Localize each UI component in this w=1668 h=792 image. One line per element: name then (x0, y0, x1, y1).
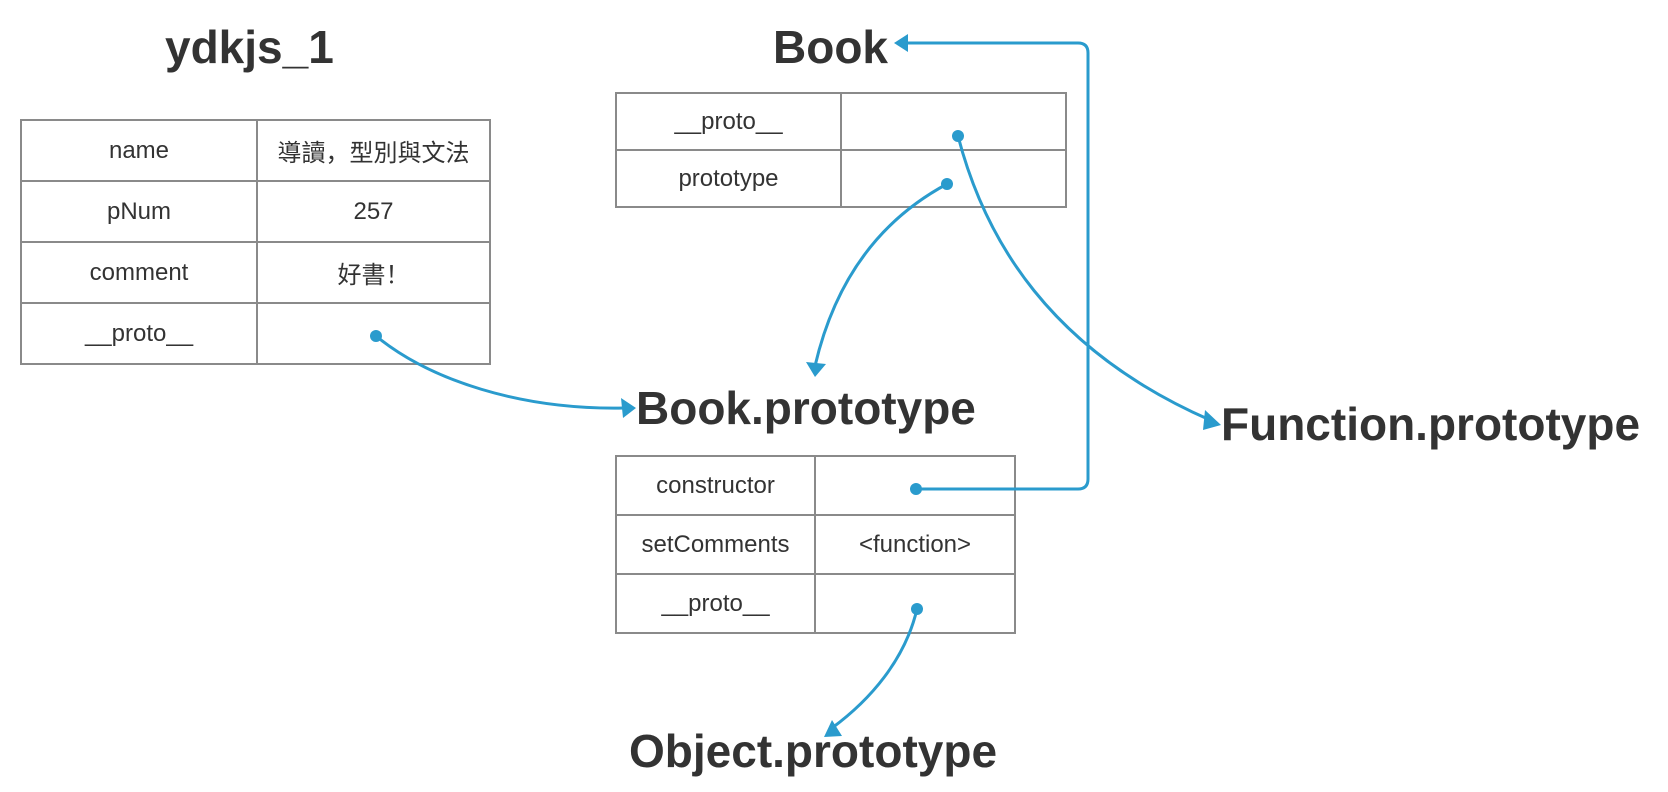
property-key: __proto__ (615, 573, 816, 634)
table-row: name 導讀，型別與文法 (20, 119, 491, 182)
property-key: setComments (615, 514, 816, 575)
property-key: name (20, 119, 258, 182)
property-key: prototype (615, 149, 842, 208)
book-prototype-title: Book.prototype (636, 382, 976, 434)
ydkjs-object-table: name 導讀，型別與文法 pNum 257 comment 好書！ __pro… (20, 119, 491, 365)
property-value: 導讀，型別與文法 (256, 119, 491, 182)
book-prototype-table: constructor setComments <function> __pro… (615, 455, 1016, 634)
arrowhead (621, 398, 636, 418)
table-row: prototype (615, 149, 1067, 208)
property-key: constructor (615, 455, 816, 516)
table-row: __proto__ (615, 92, 1067, 151)
object-prototype-title: Object.prototype (629, 725, 998, 777)
property-key: __proto__ (20, 302, 258, 365)
arrowhead (894, 34, 908, 52)
table-row: __proto__ (20, 302, 491, 365)
book-object-table: __proto__ prototype (615, 92, 1067, 208)
table-row: setComments <function> (615, 514, 1016, 575)
property-value (256, 302, 491, 365)
property-value: 好書！ (256, 241, 491, 304)
function-prototype-title: Function.prototype (1221, 398, 1641, 450)
property-value (840, 92, 1067, 151)
property-key: __proto__ (615, 92, 842, 151)
arrowhead (806, 362, 826, 377)
table-row: __proto__ (615, 573, 1016, 634)
ydkjs-object-title: ydkjs_1 (165, 21, 334, 73)
property-value: <function> (814, 514, 1016, 575)
table-row: pNum 257 (20, 180, 491, 243)
property-value (840, 149, 1067, 208)
property-key: comment (20, 241, 258, 304)
table-row: constructor (615, 455, 1016, 516)
property-value (814, 455, 1016, 516)
property-key: pNum (20, 180, 258, 243)
table-row: comment 好書！ (20, 241, 491, 304)
arrowhead (1203, 410, 1221, 430)
book-prototype-arrow (813, 182, 949, 368)
property-value (814, 573, 1016, 634)
property-value: 257 (256, 180, 491, 243)
book-object-title: Book (773, 21, 888, 73)
